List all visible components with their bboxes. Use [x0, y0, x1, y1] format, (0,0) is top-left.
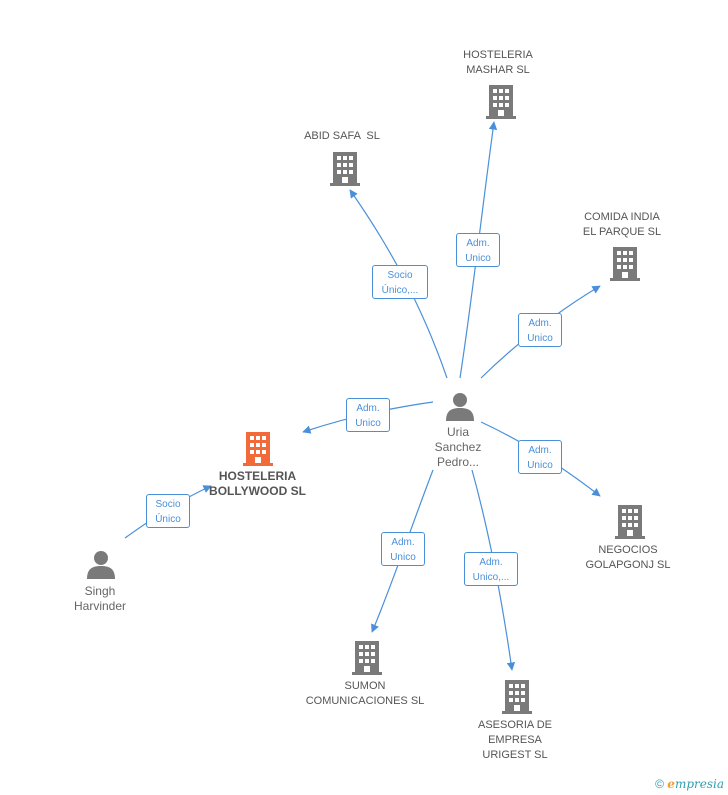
edge-label-line: Adm. — [528, 445, 552, 456]
node-label-line: GOLAPGONJ SL — [585, 559, 671, 571]
brand-logo-e: e — [667, 777, 675, 791]
node-label-line: ASESORIA DE — [478, 719, 552, 731]
edge-label-to-asesoria[interactable]: Adm. Unico,... — [464, 552, 518, 586]
brand-logo-text: mpresia — [674, 777, 724, 791]
edge-label-line: Único — [155, 514, 181, 525]
edge-label-line: Unico — [355, 418, 381, 429]
node-label-line: HOSTELERIA — [218, 469, 297, 483]
edge-label-to-abid[interactable]: Socio Único,... — [372, 265, 428, 299]
node-label-line: Harvinder — [73, 599, 127, 613]
edge-label-line: Adm. — [528, 318, 552, 329]
building-icon[interactable] — [610, 247, 640, 281]
node-label-sumon[interactable]: SUMON COMUNICACIONES SL — [300, 679, 430, 709]
edge-label-line: Unico,... — [472, 572, 510, 583]
edge-label-line: Socio — [387, 270, 413, 281]
building-icon-focus[interactable] — [243, 432, 273, 466]
node-label-line: URIGEST SL — [482, 749, 548, 761]
edge-label-line: Unico — [527, 460, 553, 471]
person-icon[interactable] — [445, 391, 475, 421]
node-label-line: Singh — [84, 584, 116, 598]
node-label-line: NEGOCIOS — [598, 544, 658, 556]
node-label-line: MASHAR SL — [466, 64, 530, 76]
node-label-line: HOSTELERIA — [463, 49, 533, 61]
edge-label-to-sumon[interactable]: Adm. Unico — [381, 532, 425, 566]
edge-label-singh-bollywood[interactable]: Socio Único — [146, 494, 190, 528]
node-label-line: BOLLYWOOD SL — [209, 484, 306, 498]
edge-label-to-negocios[interactable]: Adm. Unico — [518, 440, 562, 474]
edge-label-line: Unico — [465, 253, 491, 264]
node-label-negocios[interactable]: NEGOCIOS GOLAPGONJ SL — [578, 543, 678, 573]
footer-brand[interactable]: © empresia — [655, 777, 724, 791]
edge-label-to-mashar[interactable]: Adm. Unico — [456, 233, 500, 267]
building-icon[interactable] — [330, 152, 360, 186]
edge-label-line: Adm. — [391, 537, 415, 548]
node-label-singh[interactable]: Singh Harvinder — [60, 584, 140, 614]
node-label-line: EL PARQUE SL — [582, 226, 662, 238]
edge-label-line: Unico — [527, 333, 553, 344]
edge-label-line: Adm. — [356, 403, 380, 414]
node-label-line: COMUNICACIONES SL — [305, 695, 425, 707]
node-label-asesoria[interactable]: ASESORIA DE EMPRESA URIGEST SL — [465, 718, 565, 763]
edge-label-to-comida[interactable]: Adm. Unico — [518, 313, 562, 347]
node-label-comida-india[interactable]: COMIDA INDIA EL PARQUE SL — [572, 210, 672, 240]
edge-label-line: Adm. — [479, 557, 503, 568]
node-label-abid-safa[interactable]: ABID SAFA SL — [292, 129, 392, 144]
node-label-line: ABID SAFA SL — [304, 130, 380, 142]
edge-label-line: Socio — [155, 499, 181, 510]
copyright-icon: © — [655, 777, 664, 791]
edge-label-line: Unico — [390, 552, 416, 563]
node-label-hosteleria-bollywood[interactable]: HOSTELERIA BOLLYWOOD SL — [205, 469, 310, 499]
building-icon[interactable] — [352, 641, 382, 675]
building-icon[interactable] — [486, 85, 516, 119]
node-label-line: Sanchez — [434, 440, 482, 454]
brand-logo: empresia — [667, 777, 724, 791]
node-label-hosteleria-mashar[interactable]: HOSTELERIA MASHAR SL — [448, 48, 548, 78]
edge-label-line: Adm. — [466, 238, 490, 249]
building-icon[interactable] — [615, 505, 645, 539]
edge-label-line: Único,... — [381, 285, 419, 296]
node-label-uria[interactable]: Uria Sanchez Pedro... — [418, 425, 498, 470]
node-label-line: SUMON — [344, 680, 386, 692]
node-label-line: EMPRESA — [488, 734, 542, 746]
edge-label-to-bollywood[interactable]: Adm. Unico — [346, 398, 390, 432]
node-label-line: COMIDA INDIA — [584, 211, 660, 223]
person-icon[interactable] — [86, 549, 116, 579]
building-icon[interactable] — [502, 680, 532, 714]
node-label-line: Pedro... — [436, 455, 480, 469]
node-label-line: Uria — [446, 425, 469, 439]
